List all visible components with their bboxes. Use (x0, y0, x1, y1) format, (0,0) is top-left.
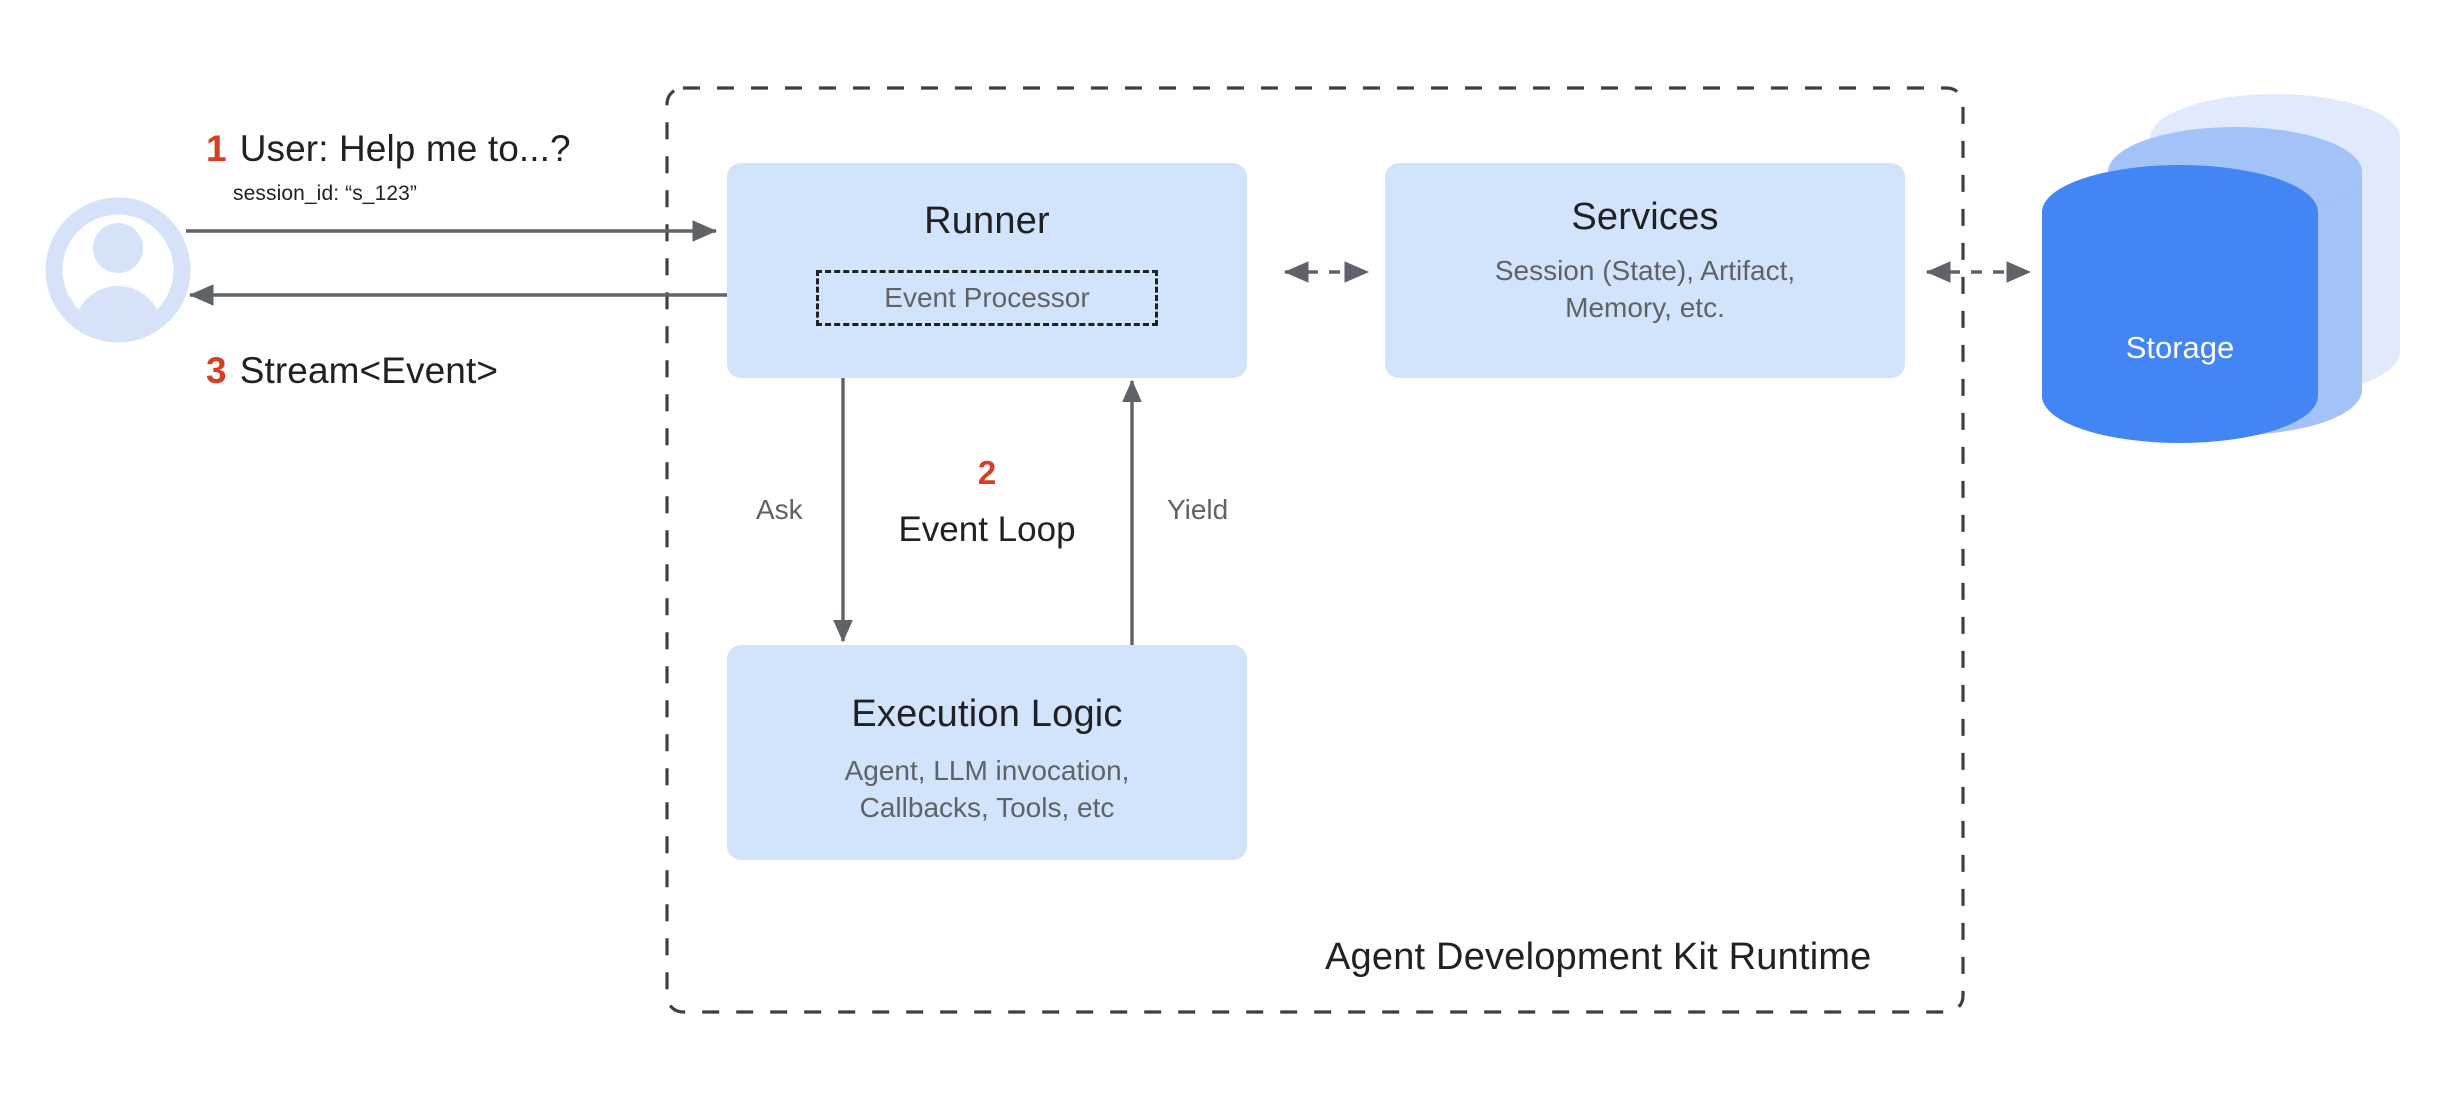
ask-label: Ask (756, 494, 803, 525)
runtime-boundary (665, 86, 1965, 1014)
runner-box[interactable]: Runner Event Processor (727, 163, 1247, 378)
user-response-text: Stream<Event> (239, 350, 499, 391)
runner-title: Runner (924, 200, 1050, 242)
runtime-label: Agent Development Kit Runtime (1325, 936, 1872, 978)
user-request-line: 1 User: Help me to...? (206, 128, 571, 170)
execution-logic-subtitle: Agent, LLM invocation, Callbacks, Tools,… (844, 755, 1130, 823)
yield-label: Yield (1167, 494, 1229, 525)
step-number-3: 3 (206, 350, 227, 391)
event-processor-label: Event Processor (884, 282, 1090, 313)
services-title: Services (1571, 196, 1719, 238)
event-processor-box[interactable]: Event Processor (816, 270, 1158, 326)
event-loop-label: Event Loop (898, 510, 1076, 549)
user-request-text: User: Help me to...? (239, 128, 571, 169)
storage-label: Storage (2125, 330, 2235, 365)
user-avatar-icon (45, 197, 191, 343)
services-subtitle: Session (State), Artifact, Memory, etc. (1494, 255, 1796, 323)
services-box[interactable]: Services Session (State), Artifact, Memo… (1385, 163, 1905, 378)
user-response-line: 3 Stream<Event> (206, 350, 498, 392)
user-request-detail: session_id: “s_123” (233, 182, 417, 205)
storage-cylinder-stack (2042, 94, 2400, 443)
storage-cylinder-front (2042, 165, 2318, 443)
step-number-2: 2 (977, 454, 997, 491)
execution-logic-box[interactable]: Execution Logic Agent, LLM invocation, C… (727, 645, 1247, 860)
execution-logic-title: Execution Logic (851, 693, 1123, 735)
step-number-1: 1 (206, 128, 227, 169)
